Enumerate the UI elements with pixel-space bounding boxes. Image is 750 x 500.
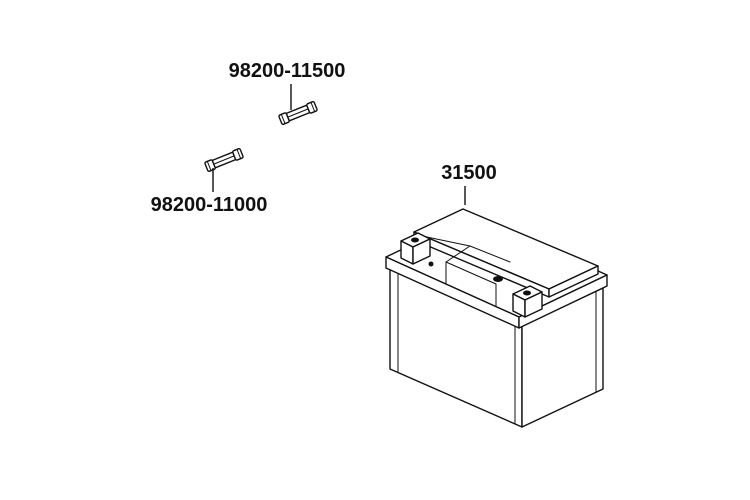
fuse-upper[interactable]: 98200-11500	[229, 60, 346, 126]
battery-icon	[385, 208, 608, 428]
terminal-left-icon	[400, 232, 431, 265]
part-number-label-fuse-upper: 98200-11500	[229, 60, 346, 82]
battery[interactable]: 31500	[385, 162, 608, 428]
terminal-right-icon	[512, 285, 543, 318]
part-number-label-battery: 31500	[441, 162, 497, 184]
fuse-icon	[278, 100, 318, 126]
fuse-icon	[204, 147, 244, 173]
fuse-lower[interactable]: 98200-11000	[151, 147, 268, 216]
part-number-label-fuse-lower: 98200-11000	[151, 194, 268, 216]
